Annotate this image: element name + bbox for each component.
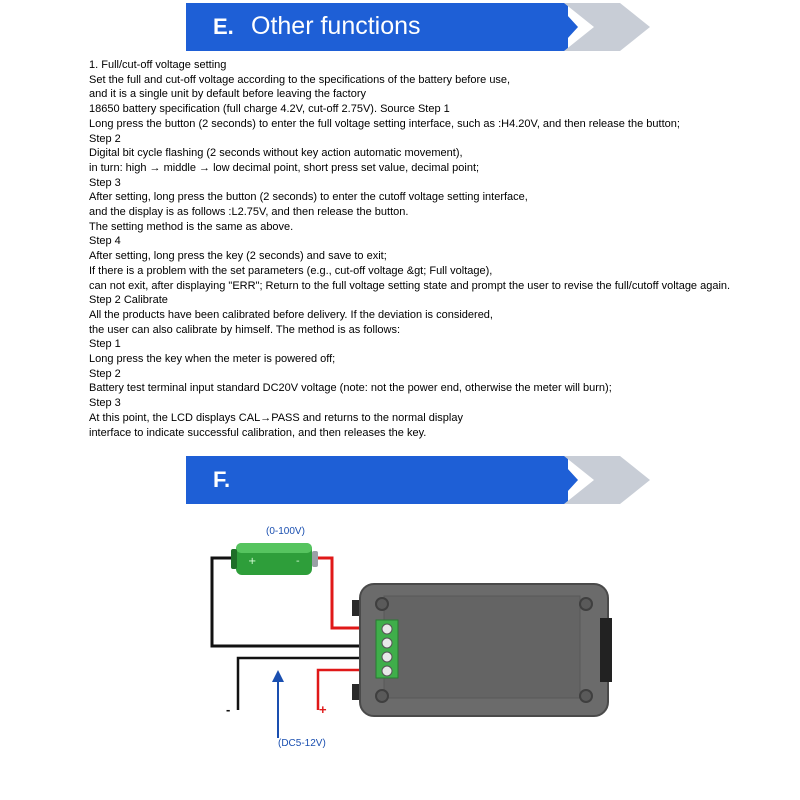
text-line: Step 2	[89, 367, 121, 380]
banner-bar	[186, 3, 568, 51]
text-line: Step 2 Calibrate	[89, 294, 168, 307]
text-line: Set the full and cut-off voltage accordi…	[89, 73, 511, 86]
section-title: Other functions	[251, 12, 421, 40]
supply-negative-wire	[236, 656, 380, 710]
text-line: Step 2	[89, 132, 121, 145]
text-line: 18650 battery specification (full charge…	[89, 103, 450, 116]
chevron-right-icon	[564, 3, 650, 51]
text-line: Step 1	[89, 338, 121, 351]
text-line: Step 3	[89, 397, 121, 410]
instructions-text: 1. Full/cut-off voltage setting Set the …	[89, 58, 789, 440]
svg-text:-: -	[296, 556, 300, 567]
plus-sign: +	[319, 702, 327, 717]
text-line: After setting, long press the button (2 …	[89, 191, 528, 204]
text-line: Battery test terminal input standard DC2…	[89, 382, 612, 395]
battery-positive-wire	[312, 556, 380, 630]
battery-icon: + -	[231, 543, 318, 575]
text-line: Long press the button (2 seconds) to ent…	[89, 117, 680, 130]
section-letter: E.	[213, 14, 234, 39]
text-line: Step 3	[89, 176, 121, 189]
text-line: All the products have been calibrated be…	[89, 308, 493, 321]
text-line: the user can also calibrate by himself. …	[89, 323, 401, 336]
text-line: If there is a problem with the set param…	[89, 264, 493, 277]
battery-voltage-label: (0-100V)	[266, 526, 305, 537]
svg-text:+: +	[248, 556, 256, 567]
meter-icon	[352, 583, 612, 717]
wiring-diagram: + - (0-100V) (DC5-12V	[200, 520, 620, 790]
banner-arrow	[556, 3, 578, 51]
supply-arrow-icon	[272, 670, 284, 738]
text-line: can not exit, after displaying "ERR"; Re…	[89, 279, 731, 292]
text-line: in turn: high → middle → low decimal poi…	[89, 161, 480, 174]
text-line: Step 4	[89, 235, 121, 248]
text-line: 1. Full/cut-off voltage setting	[89, 59, 227, 71]
banner-arrow	[556, 456, 578, 504]
section-e-banner: E. Other functions	[186, 3, 650, 51]
battery-negative-wire	[210, 556, 380, 648]
text-line: and the display is as follows :L2.75V, a…	[89, 206, 409, 219]
chevron-right-icon	[564, 456, 650, 504]
terminal-block-icon	[375, 619, 399, 679]
supply-voltage-label: (DC5-12V)	[278, 738, 326, 749]
text-line: At this point, the LCD displays CAL→PASS…	[89, 411, 463, 424]
section-letter: F.	[213, 467, 231, 492]
text-line: Digital bit cycle flashing (2 seconds wi…	[89, 147, 463, 160]
banner-bar	[186, 456, 568, 504]
section-f-banner: F.	[186, 456, 650, 504]
text-line: Long press the key when the meter is pow…	[89, 353, 336, 366]
text-line: interface to indicate successful calibra…	[89, 426, 427, 439]
text-line: The setting method is the same as above.	[89, 220, 294, 233]
text-line: After setting, long press the key (2 sec…	[89, 250, 387, 263]
minus-sign: -	[226, 702, 231, 717]
text-line: and it is a single unit by default befor…	[89, 88, 367, 101]
